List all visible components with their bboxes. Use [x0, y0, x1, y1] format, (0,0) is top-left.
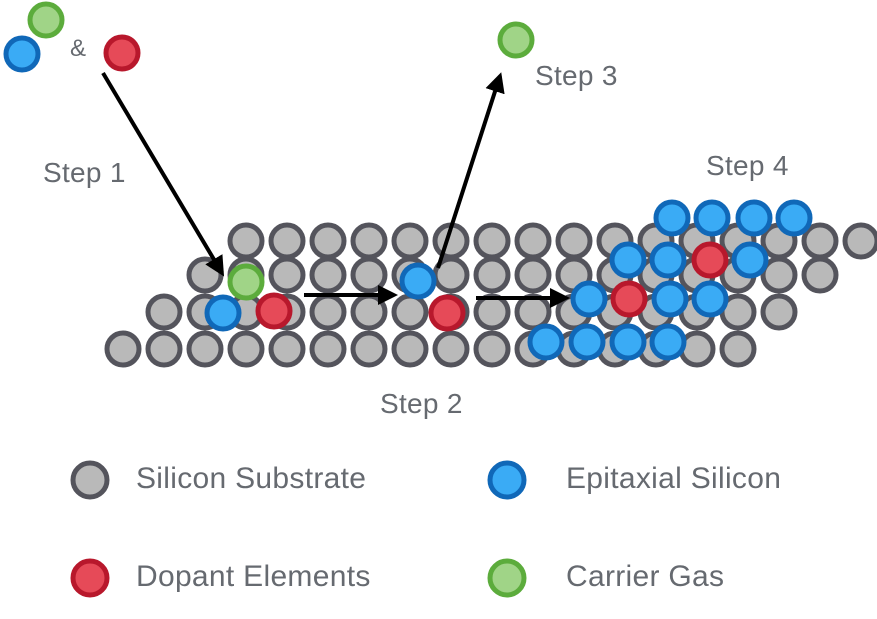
epitaxial-atom — [651, 280, 689, 318]
legend-label-carrier: Carrier Gas — [566, 560, 725, 593]
legend-label-dopant: Dopant Elements — [136, 560, 371, 593]
silicon-atom — [268, 330, 306, 368]
silicon-atom — [760, 293, 798, 331]
silicon-atom — [145, 293, 183, 331]
silicon-atom — [350, 222, 388, 260]
epitaxial-atom — [609, 323, 647, 361]
silicon-atom — [309, 330, 347, 368]
silicon-atom — [473, 222, 511, 260]
carrier-gas-atom — [497, 21, 535, 59]
silicon-atom — [391, 330, 429, 368]
legend-marker-epi — [487, 460, 527, 500]
deposited-atoms — [3, 1, 813, 361]
epitaxial-atom — [399, 262, 437, 300]
silicon-atom — [473, 256, 511, 294]
silicon-atom — [309, 293, 347, 331]
step3-label: Step 3 — [535, 60, 618, 91]
silicon-atom — [145, 330, 183, 368]
silicon-atom — [514, 256, 552, 294]
epitaxial-atom — [775, 199, 813, 237]
epitaxial-atom — [653, 199, 691, 237]
epitaxial-atom — [691, 280, 729, 318]
silicon-atom — [227, 330, 265, 368]
step4-label: Step 4 — [706, 150, 789, 181]
step1-arrow — [101, 71, 225, 277]
silicon-atom — [350, 256, 388, 294]
epitaxial-atom — [693, 199, 731, 237]
legend-marker-dopant — [70, 558, 110, 598]
dopant-atom — [428, 294, 466, 332]
silicon-atom — [842, 222, 877, 260]
epitaxial-atom — [570, 280, 608, 318]
carrier-gas-atom — [227, 263, 265, 301]
epitaxial-atom — [3, 35, 41, 73]
silicon-atom — [432, 330, 470, 368]
carrier-gas-atom — [27, 1, 65, 39]
silicon-atom — [309, 256, 347, 294]
silicon-atom — [350, 293, 388, 331]
step2-label: Step 2 — [380, 388, 463, 419]
silicon-atom — [801, 222, 839, 260]
silicon-atom — [268, 222, 306, 260]
step1-label: Step 1 — [43, 157, 126, 188]
silicon-atom — [473, 330, 511, 368]
silicon-atom — [719, 330, 757, 368]
silicon-atom — [186, 330, 224, 368]
silicon-atom — [268, 256, 306, 294]
epitaxial-atom — [204, 294, 242, 332]
step3-arrow — [436, 72, 505, 269]
legend-marker-silicon — [70, 460, 110, 500]
silicon-atom — [350, 330, 388, 368]
process-arrows — [101, 71, 570, 308]
dopant-atom — [255, 292, 293, 330]
silicon-atom — [514, 293, 552, 331]
ampersand-label: & — [70, 35, 87, 62]
silicon-atom — [104, 330, 142, 368]
silicon-atom — [391, 293, 429, 331]
epitaxial-atom — [649, 323, 687, 361]
dopant-atom — [103, 34, 141, 72]
epitaxial-atom — [735, 199, 773, 237]
legend-markers — [70, 460, 527, 598]
silicon-atom — [801, 256, 839, 294]
silicon-atom — [391, 222, 429, 260]
epitaxial-atom — [527, 323, 565, 361]
dopant-atom — [610, 280, 648, 318]
epitaxial-atom — [649, 241, 687, 279]
silicon-atom — [227, 222, 265, 260]
legend-label-epi: Epitaxial Silicon — [566, 462, 782, 495]
silicon-atom — [760, 256, 798, 294]
epitaxial-atom — [568, 323, 606, 361]
legend-marker-carrier — [487, 558, 527, 598]
dopant-atom — [691, 241, 729, 279]
silicon-atom — [514, 222, 552, 260]
epitaxial-atom — [609, 241, 647, 279]
epitaxial-atom — [731, 241, 769, 279]
silicon-atom — [555, 222, 593, 260]
silicon-atom — [473, 293, 511, 331]
legend-label-silicon: Silicon Substrate — [136, 462, 367, 495]
silicon-atom — [309, 222, 347, 260]
